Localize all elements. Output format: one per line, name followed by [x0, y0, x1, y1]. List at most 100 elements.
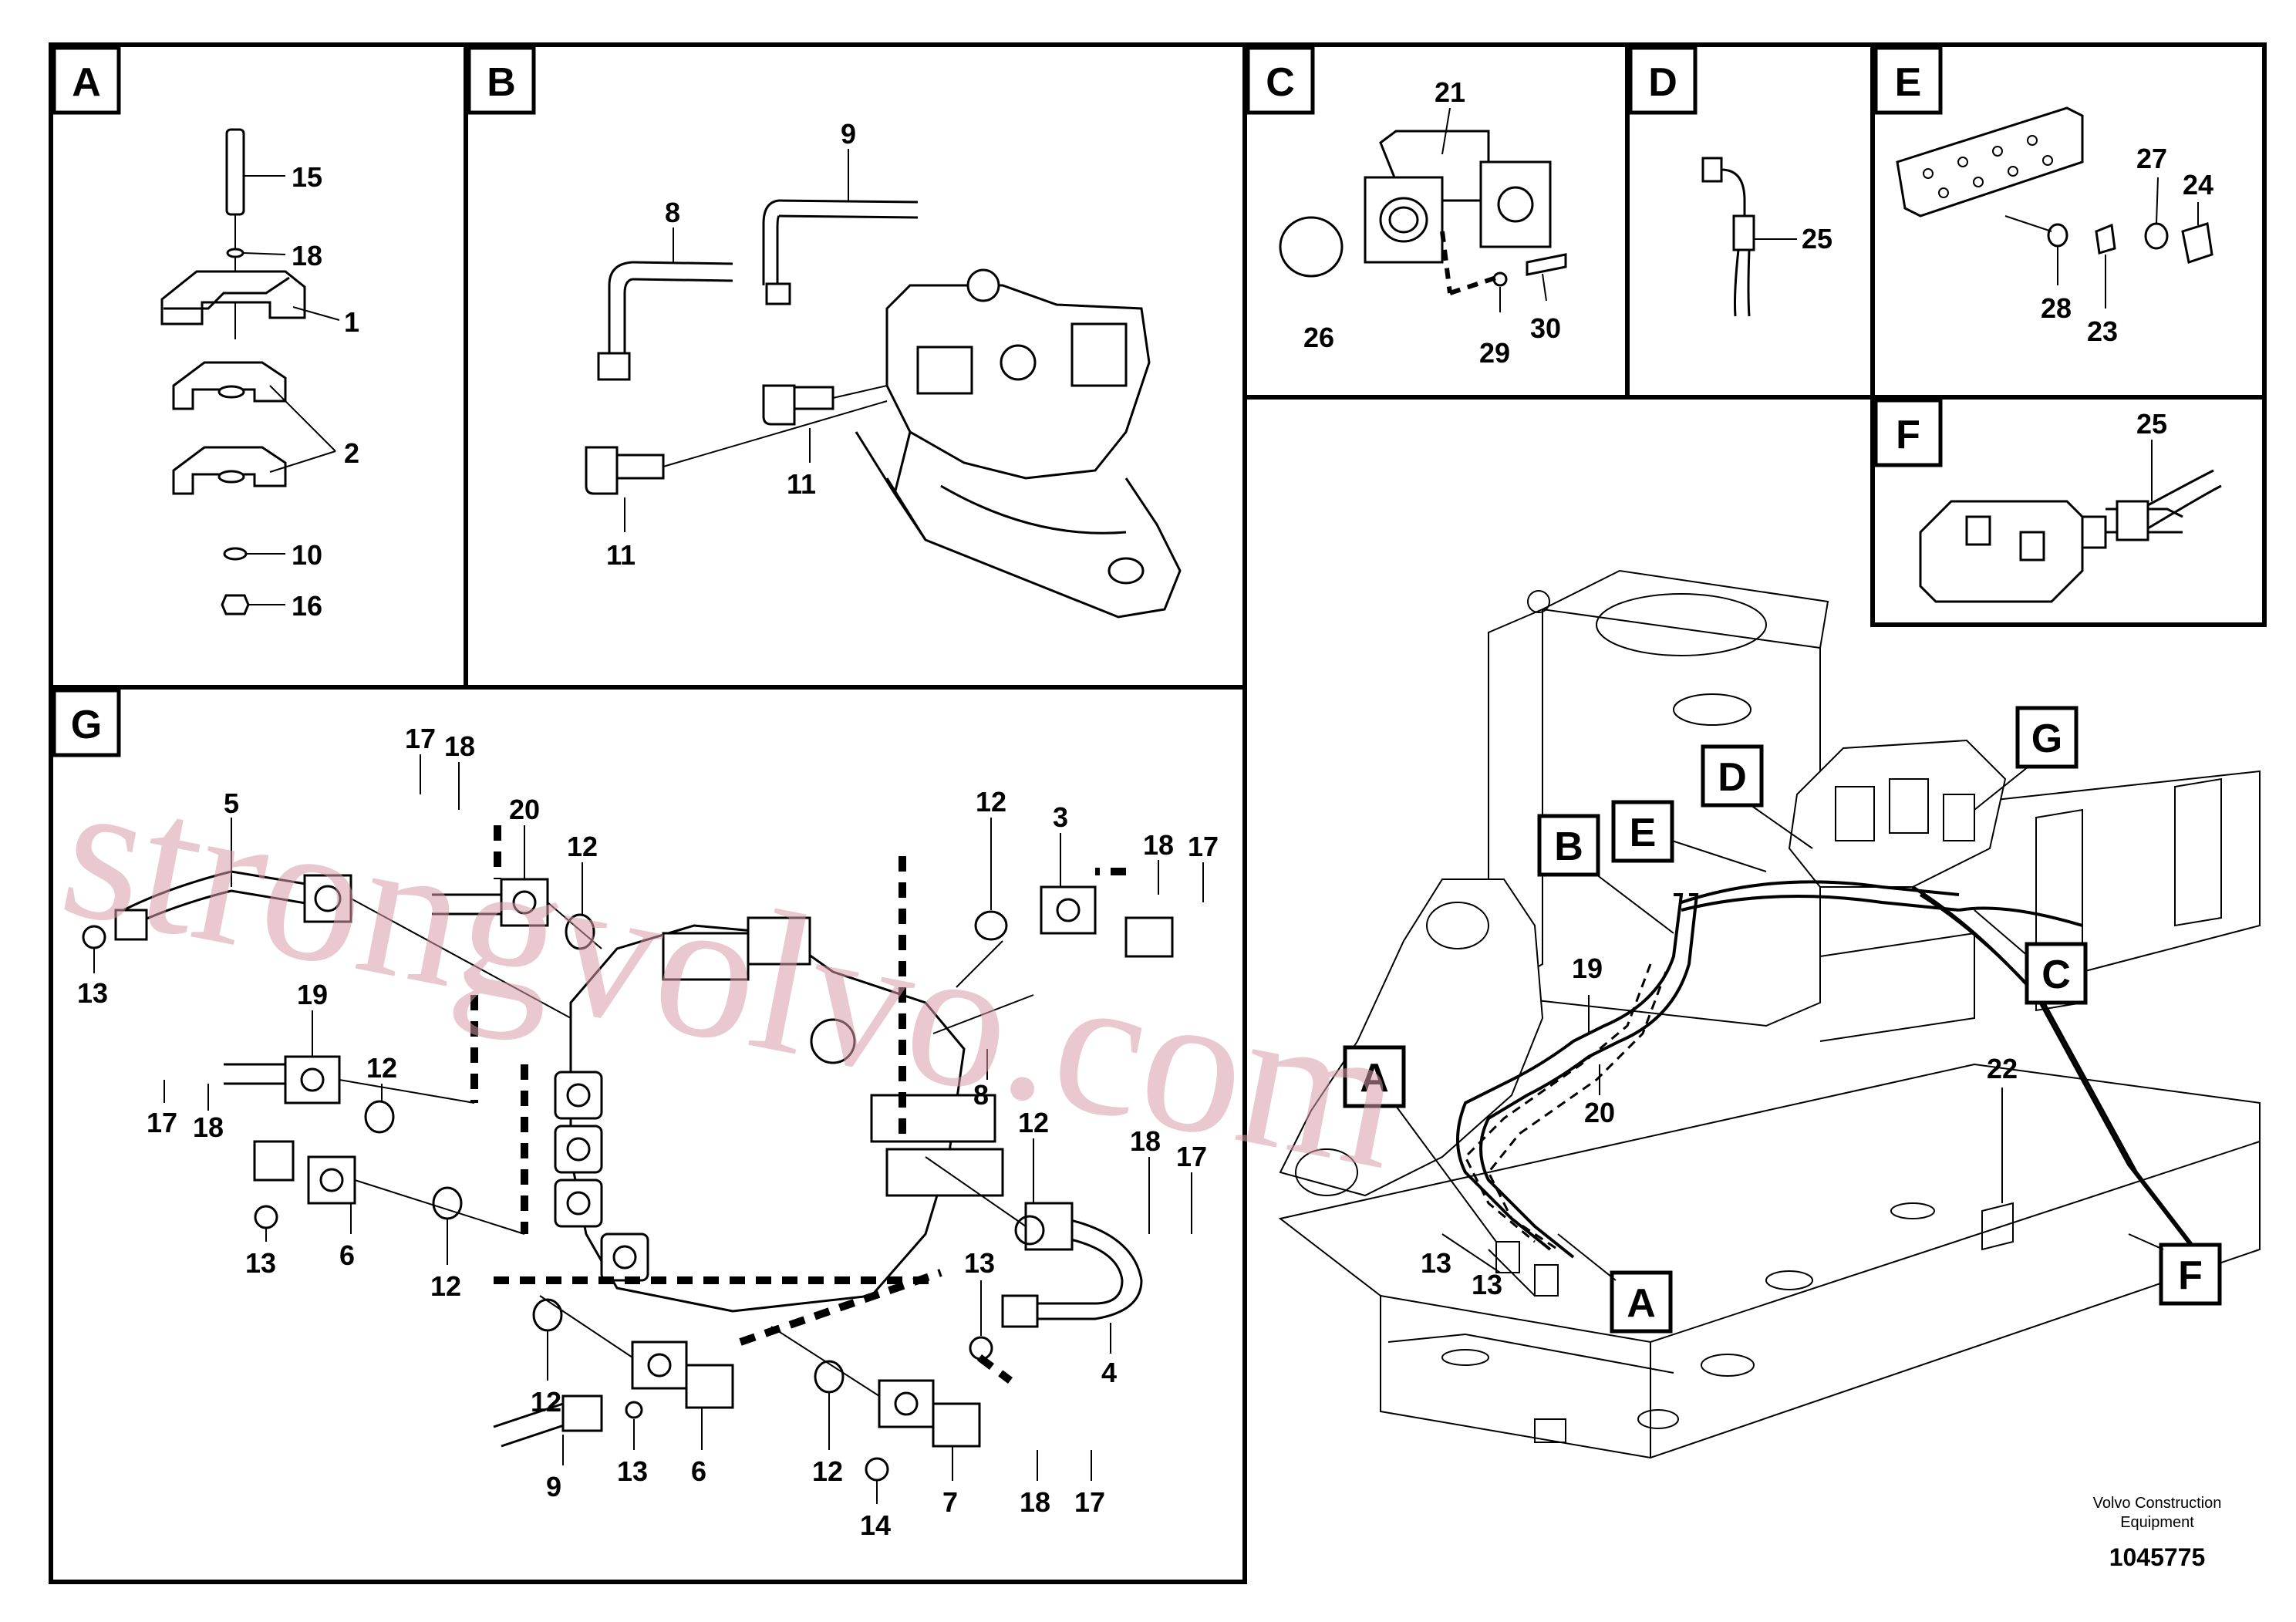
- panel-g-leaders: [93, 754, 1204, 1504]
- panel-g-drawing: [82, 870, 1174, 1482]
- callout-16: 16: [292, 590, 322, 622]
- overview-tag-B: B: [1537, 814, 1674, 934]
- svg-text:G: G: [71, 703, 102, 747]
- overview-tag-G: G: [1974, 706, 2079, 811]
- overview-tag-C: C: [1974, 909, 2088, 1005]
- callout-18: 18: [1143, 829, 1174, 861]
- callout-18: 18: [1020, 1486, 1050, 1518]
- callout-19: 19: [297, 979, 328, 1010]
- overview-leaders: [1441, 995, 2003, 1297]
- callout-12: 12: [812, 1455, 843, 1487]
- svg-text:F: F: [1896, 413, 1920, 457]
- callout-24: 24: [2183, 169, 2213, 201]
- svg-text:B: B: [487, 60, 516, 105]
- svg-text:E: E: [1630, 811, 1657, 855]
- callout-22-overview: 22: [1987, 1053, 2018, 1084]
- callout-25-f: 25: [2136, 408, 2167, 440]
- svg-text:C: C: [2041, 953, 2071, 997]
- callout-12: 12: [567, 831, 598, 862]
- footer-company: Volvo Construction: [2093, 1495, 2222, 1512]
- callout-9: 9: [841, 118, 856, 150]
- callout-15: 15: [292, 161, 322, 193]
- callout-18: 18: [1130, 1125, 1161, 1157]
- panel-label-E: E: [1873, 46, 1943, 115]
- svg-text:C: C: [1266, 60, 1295, 105]
- callout-28: 28: [2041, 292, 2072, 324]
- overview-tag-D: D: [1701, 744, 1813, 849]
- callout-11a: 11: [787, 468, 816, 500]
- callout-23: 23: [2087, 315, 2118, 347]
- panel-label-C: C: [1246, 46, 1315, 115]
- panel-label-A: A: [52, 46, 121, 115]
- callout-21: 21: [1435, 76, 1465, 108]
- panel-label-B: B: [467, 46, 536, 115]
- overview-drawing: [1278, 569, 2261, 1459]
- callout-9: 9: [546, 1471, 561, 1502]
- svg-text:D: D: [1718, 755, 1747, 800]
- callout-18: 18: [292, 240, 322, 271]
- panel-e-leaders: [2057, 177, 2199, 309]
- callout-11b: 11: [606, 539, 636, 571]
- drawing-number: 1045775: [2109, 1543, 2206, 1571]
- panel-c-drawing: [1279, 130, 1567, 295]
- callout-7: 7: [942, 1486, 958, 1518]
- callout-6: 6: [691, 1455, 706, 1487]
- callout-29: 29: [1479, 337, 1510, 369]
- panel-a-drawing: [160, 128, 306, 615]
- panel-label-G: G: [52, 688, 121, 757]
- overview-tag-A-lower: A: [1557, 1233, 1673, 1334]
- callout-12: 12: [366, 1052, 397, 1084]
- callout-27: 27: [2136, 143, 2167, 174]
- svg-text:F: F: [2178, 1253, 2203, 1298]
- callout-18: 18: [193, 1111, 224, 1143]
- callout-2: 2: [344, 437, 359, 469]
- panel-label-D: D: [1628, 46, 1698, 115]
- callout-13: 13: [617, 1455, 648, 1487]
- panel-g-dashed-guides: [470, 825, 1126, 1384]
- callout-6: 6: [339, 1239, 355, 1271]
- callout-8: 8: [665, 197, 680, 228]
- callout-13: 13: [964, 1247, 995, 1279]
- callout-13: 13: [245, 1247, 276, 1279]
- overview-tag-E: E: [1611, 800, 1767, 872]
- panel-c-leaders: [1441, 107, 1547, 312]
- callout-17: 17: [1176, 1141, 1207, 1172]
- callout-3: 3: [1053, 801, 1068, 833]
- callout-17: 17: [1188, 831, 1219, 862]
- callout-8: 8: [973, 1079, 989, 1111]
- callout-19-overview: 19: [1572, 953, 1603, 984]
- callout-10: 10: [292, 539, 322, 571]
- panel-b-leaders: [624, 149, 849, 532]
- svg-text:A: A: [1627, 1281, 1656, 1326]
- panel-f-drawing: [1919, 469, 2222, 603]
- callout-12: 12: [430, 1270, 461, 1302]
- callout-14: 14: [860, 1509, 891, 1541]
- callout-26: 26: [1303, 322, 1334, 353]
- callout-13-overview-b: 13: [1472, 1269, 1502, 1300]
- svg-text:A: A: [1360, 1056, 1389, 1101]
- panel-g-connect-lines: [339, 898, 1034, 1397]
- callout-17: 17: [405, 723, 436, 754]
- overview-dashed-path: [1464, 963, 1667, 1251]
- callout-20-overview: 20: [1584, 1097, 1615, 1128]
- footer-company-2: Equipment: [2120, 1514, 2194, 1531]
- svg-text:B: B: [1554, 824, 1583, 869]
- callout-1: 1: [344, 306, 359, 338]
- callout-17: 17: [147, 1107, 177, 1138]
- overview-tag-A-upper: A: [1343, 1045, 1497, 1243]
- callout-4: 4: [1101, 1357, 1117, 1388]
- footer: Volvo Construction Equipment 1045775: [2093, 1495, 2222, 1571]
- panel-e-drawing: [1896, 106, 2213, 264]
- callout-25-d: 25: [1802, 223, 1832, 255]
- callout-12: 12: [531, 1386, 561, 1418]
- panel-label-F: F: [1873, 398, 1943, 467]
- svg-text:A: A: [72, 60, 101, 105]
- callout-13: 13: [77, 977, 108, 1009]
- callout-20: 20: [509, 794, 540, 825]
- panel-b-drawing: [585, 199, 1182, 619]
- callout-12: 12: [976, 786, 1006, 818]
- panel-d-drawing: [1701, 157, 1755, 317]
- callout-17: 17: [1074, 1486, 1105, 1518]
- callout-30: 30: [1530, 312, 1561, 344]
